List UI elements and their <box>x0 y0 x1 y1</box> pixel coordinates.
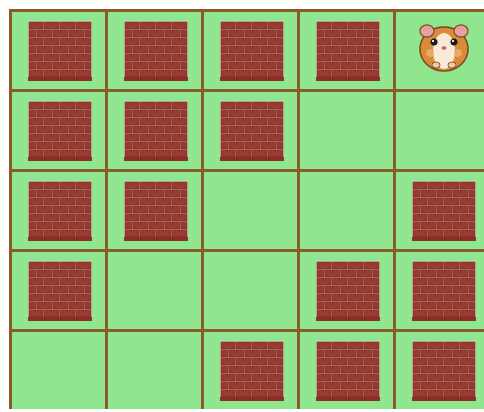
brick-wall-icon <box>220 21 284 81</box>
board-cell-0-2[interactable] <box>204 12 297 89</box>
brick-wall-icon <box>124 101 188 161</box>
board-cell-2-0[interactable] <box>12 172 105 249</box>
board-cell-3-1[interactable] <box>108 252 201 329</box>
brick-wall-icon <box>316 341 380 401</box>
board-cell-1-4[interactable] <box>396 92 484 169</box>
brick-wall-icon <box>124 181 188 241</box>
brick-wall-icon <box>28 21 92 81</box>
brick-wall-icon <box>124 21 188 81</box>
board-cell-1-0[interactable] <box>12 92 105 169</box>
board-cell-2-4[interactable] <box>396 172 484 249</box>
board-cell-3-4[interactable] <box>396 252 484 329</box>
board-cell-4-2[interactable] <box>204 332 297 409</box>
brick-wall-icon <box>316 21 380 81</box>
board-cell-4-1[interactable] <box>108 332 201 409</box>
game-board <box>9 9 484 409</box>
board-cell-0-3[interactable] <box>300 12 393 89</box>
brick-wall-icon <box>28 261 92 321</box>
board-cell-0-4[interactable] <box>396 12 484 89</box>
board-cell-3-2[interactable] <box>204 252 297 329</box>
board-cell-2-3[interactable] <box>300 172 393 249</box>
brick-wall-icon <box>412 261 476 321</box>
board-cell-1-1[interactable] <box>108 92 201 169</box>
board-cell-4-4[interactable] <box>396 332 484 409</box>
brick-wall-icon <box>220 101 284 161</box>
board-cell-2-1[interactable] <box>108 172 201 249</box>
hamster-icon <box>417 23 471 75</box>
board-cell-3-0[interactable] <box>12 252 105 329</box>
board-cell-0-1[interactable] <box>108 12 201 89</box>
board-cell-3-3[interactable] <box>300 252 393 329</box>
brick-wall-icon <box>412 341 476 401</box>
board-cell-1-2[interactable] <box>204 92 297 169</box>
board-cell-4-0[interactable] <box>12 332 105 409</box>
board-cell-2-2[interactable] <box>204 172 297 249</box>
brick-wall-icon <box>28 181 92 241</box>
board-cell-4-3[interactable] <box>300 332 393 409</box>
brick-wall-icon <box>412 181 476 241</box>
board-cell-1-3[interactable] <box>300 92 393 169</box>
board-cell-0-0[interactable] <box>12 12 105 89</box>
brick-wall-icon <box>28 101 92 161</box>
brick-wall-icon <box>220 341 284 401</box>
brick-wall-icon <box>316 261 380 321</box>
